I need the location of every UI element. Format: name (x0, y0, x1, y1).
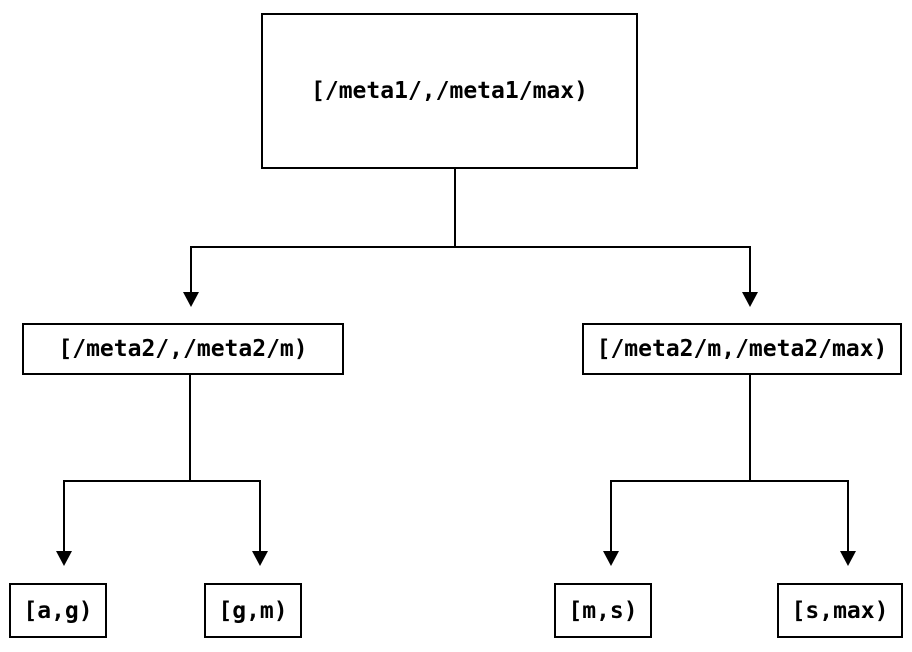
arrowhead-down-icon (840, 551, 856, 566)
edge-root-to-mid-left (183, 169, 456, 307)
edge-mid-right-to-leaf-ms (603, 375, 751, 566)
node-leaf-smax: [s,max) (777, 583, 903, 638)
node-leaf-smax-label: [s,max) (791, 597, 889, 624)
edge-mid-left-to-leaf-ag (56, 375, 191, 566)
node-leaf-ms-label: [m,s) (568, 597, 638, 624)
arrowhead-down-icon (183, 292, 199, 307)
node-leaf-gm: [g,m) (204, 583, 302, 638)
node-leaf-ms: [m,s) (554, 583, 652, 638)
edge-mid-right-to-leaf-smax (749, 375, 856, 566)
node-mid-right: [/meta2/m,/meta2/max) (582, 323, 902, 375)
node-root: [/meta1/,/meta1/max) (261, 13, 638, 169)
edge-root-to-mid-right (454, 169, 758, 307)
arrowhead-down-icon (742, 292, 758, 307)
node-mid-left-label: [/meta2/,/meta2/m) (58, 336, 308, 362)
node-root-label: [/meta1/,/meta1/max) (311, 78, 588, 104)
node-mid-left: [/meta2/,/meta2/m) (22, 323, 344, 375)
node-leaf-ag-label: [a,g) (23, 597, 93, 624)
arrowhead-down-icon (252, 551, 268, 566)
node-mid-right-label: [/meta2/m,/meta2/max) (596, 336, 888, 362)
arrowhead-down-icon (603, 551, 619, 566)
node-leaf-gm-label: [g,m) (218, 597, 288, 624)
arrowhead-down-icon (56, 551, 72, 566)
node-leaf-ag: [a,g) (9, 583, 107, 638)
edge-mid-left-to-leaf-gm (189, 375, 268, 566)
